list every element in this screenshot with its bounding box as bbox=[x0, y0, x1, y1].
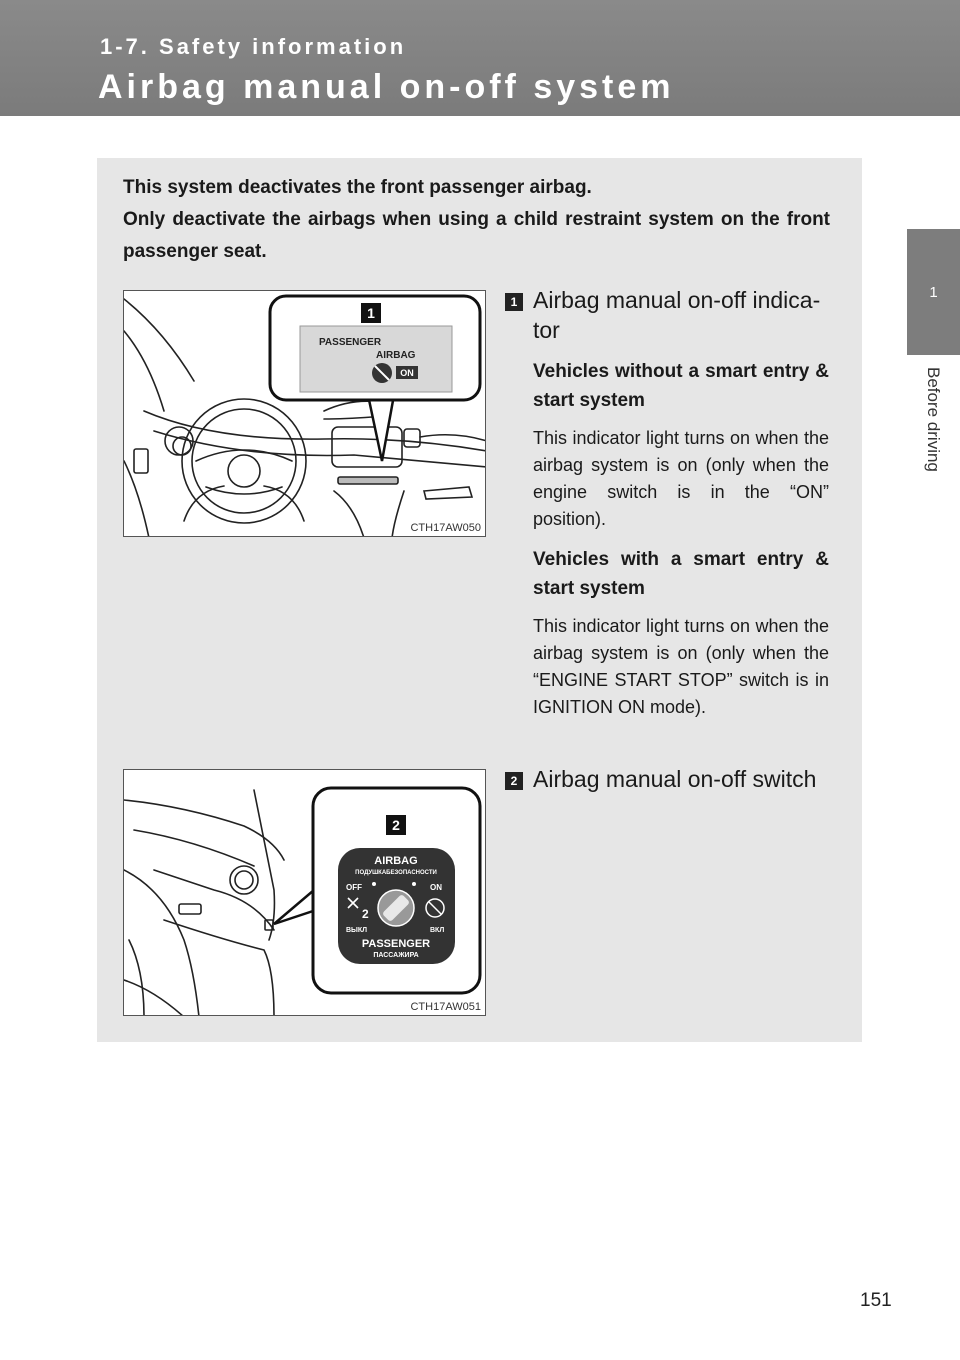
switch-title-text: Airbag manual on-off switch bbox=[533, 766, 817, 792]
without-smart-entry-text: This indicator light turns on when the a… bbox=[533, 428, 829, 529]
airbag-off-icon bbox=[372, 363, 392, 383]
chapter-side-label: Before driving bbox=[907, 367, 960, 507]
airbag-on-icon bbox=[425, 898, 445, 918]
without-smart-entry-heading: Vehicles without a smart entry & start s… bbox=[533, 361, 829, 411]
page-title: Airbag manual on-off system bbox=[98, 68, 675, 106]
dashboard-illustration: 1 PASSENGER AIRBAG ON bbox=[124, 294, 485, 536]
seat-occupant-off-icon: 2 bbox=[347, 897, 369, 921]
indicator-title: 1 Airbag manual on-off indica-tor bbox=[505, 285, 829, 345]
switch-title: 2 Airbag manual on-off switch bbox=[505, 764, 829, 794]
indicator-description: 1 Airbag manual on-off indica-tor Vehicl… bbox=[505, 285, 829, 721]
figure2-passenger-ru-label: ПАССАЖИРА bbox=[373, 952, 418, 959]
intro-line-2: Only deactivate the airbags when using a… bbox=[123, 209, 830, 262]
indicator-title-text: Airbag manual on-off indica-tor bbox=[533, 287, 821, 343]
figure2-on-label: ON bbox=[430, 883, 442, 892]
switch-description: 2 Airbag manual on-off switch bbox=[505, 764, 829, 794]
figure2-seat-number: 2 bbox=[362, 907, 369, 921]
section-label: 1-7. Safety information bbox=[100, 34, 407, 59]
figure2-airbag-label: AIRBAG bbox=[374, 855, 417, 867]
figure2-callout-number: 2 bbox=[392, 817, 400, 833]
figure2-off-label: OFF bbox=[346, 883, 362, 892]
figure2-off-ru-label: ВЫКЛ bbox=[346, 927, 367, 934]
figure1-passenger-label: PASSENGER bbox=[319, 337, 382, 348]
item2-badge: 2 bbox=[505, 772, 523, 790]
chapter-tab[interactable]: 1 bbox=[907, 229, 960, 355]
with-smart-entry-heading: Vehicles with a smart entry & start syst… bbox=[533, 549, 829, 599]
figure2-code: CTH17AW051 bbox=[410, 1001, 481, 1013]
intro-text: This system deactivates the front passen… bbox=[123, 172, 830, 268]
figure2-on-ru-label: ВКЛ bbox=[430, 927, 444, 934]
page-header: 1-7. Safety information Airbag manual on… bbox=[0, 0, 960, 116]
page-number: 151 bbox=[860, 1290, 892, 1311]
chapter-side-label-text: Before driving bbox=[924, 367, 943, 472]
switch-illustration: 2 AIRBAG ПОДУШКАБЕЗОПАСНОСТИ OFF ON 2 ВЫ… bbox=[124, 786, 482, 1015]
airbag-switch-figure: 2 AIRBAG ПОДУШКАБЕЗОПАСНОСТИ OFF ON 2 ВЫ… bbox=[123, 769, 486, 1016]
chapter-tab-number: 1 bbox=[929, 284, 938, 301]
dashboard-indicator-figure: 1 PASSENGER AIRBAG ON CTH17AW050 bbox=[123, 290, 486, 537]
figure1-code: CTH17AW050 bbox=[410, 522, 481, 534]
figure1-on-label: ON bbox=[400, 368, 414, 378]
intro-line-1: This system deactivates the front passen… bbox=[123, 177, 592, 198]
figure1-callout-number: 1 bbox=[367, 305, 375, 321]
item1-badge: 1 bbox=[505, 293, 523, 311]
figure2-airbag-ru-label: ПОДУШКАБЕЗОПАСНОСТИ bbox=[355, 870, 437, 876]
switch-knob-icon[interactable] bbox=[377, 889, 415, 927]
figure2-passenger-label: PASSENGER bbox=[362, 938, 430, 950]
figure1-airbag-label: AIRBAG bbox=[376, 350, 416, 361]
with-smart-entry-text: This indicator light turns on when the a… bbox=[533, 616, 829, 717]
